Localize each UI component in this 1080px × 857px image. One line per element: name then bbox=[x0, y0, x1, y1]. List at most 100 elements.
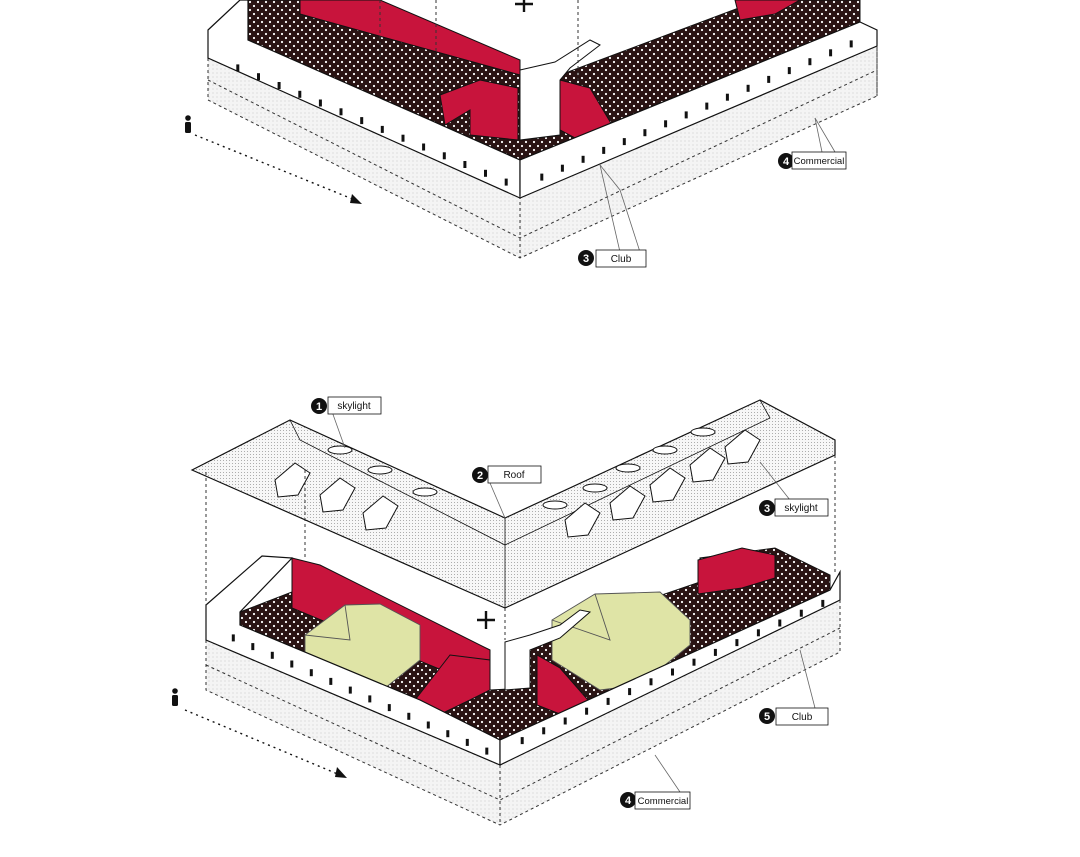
window-mark bbox=[360, 117, 364, 125]
window-mark bbox=[705, 102, 709, 110]
flat-skylight-shape bbox=[542, 500, 568, 510]
window-mark bbox=[808, 58, 812, 66]
window-mark bbox=[401, 134, 405, 142]
window-mark bbox=[542, 727, 546, 735]
window-mark bbox=[799, 609, 803, 617]
window-mark bbox=[735, 639, 739, 647]
lower-label-skylight-1-text: skylight bbox=[337, 401, 371, 412]
window-mark bbox=[671, 668, 674, 676]
person-icon bbox=[172, 688, 178, 706]
window-mark bbox=[422, 143, 426, 151]
flat-skylight-shape bbox=[412, 487, 438, 497]
north-arrow-icon bbox=[184, 709, 341, 776]
window-mark bbox=[756, 629, 760, 637]
window-mark bbox=[520, 737, 524, 745]
flat-skylight-shape bbox=[582, 483, 608, 493]
window-mark bbox=[380, 125, 384, 133]
window-mark bbox=[290, 660, 294, 668]
window-mark bbox=[585, 707, 589, 715]
lower-label-commercial-text: Commercial bbox=[638, 796, 689, 807]
lower-outer-wall-left bbox=[205, 555, 501, 766]
lower-label-roof: 2 Roof bbox=[472, 465, 542, 519]
upper-label-club-text: Club bbox=[611, 254, 632, 265]
lower-outer-wall-right bbox=[499, 569, 841, 766]
window-mark bbox=[463, 161, 467, 168]
window-mark bbox=[339, 108, 343, 116]
window-mark bbox=[329, 677, 333, 685]
window-mark bbox=[664, 120, 668, 128]
window-mark bbox=[563, 717, 567, 725]
window-mark bbox=[643, 129, 647, 137]
lower-label-roof-number: 2 bbox=[477, 470, 483, 482]
skylight-shape bbox=[724, 429, 761, 465]
window-mark bbox=[787, 67, 791, 75]
upper-outer-wall-right bbox=[519, 21, 878, 199]
upper-label-commercial-number: 4 bbox=[783, 156, 790, 168]
window-mark bbox=[485, 747, 489, 755]
window-mark bbox=[348, 686, 352, 694]
window-mark bbox=[442, 152, 446, 160]
window-mark bbox=[446, 730, 450, 738]
skylight-shape bbox=[609, 485, 646, 521]
window-mark bbox=[606, 697, 610, 705]
person-icon bbox=[185, 115, 191, 133]
window-mark bbox=[277, 82, 281, 89]
lower-label-club: 5 Club bbox=[759, 649, 829, 726]
window-mark bbox=[602, 146, 606, 154]
lower-building bbox=[172, 399, 841, 826]
upper-label-commercial: 4 Commercial bbox=[778, 117, 847, 170]
lower-label-skylight-3-text: skylight bbox=[784, 503, 818, 514]
upper-label-commercial-text: Commercial bbox=[794, 156, 845, 167]
skylight-shape bbox=[274, 462, 311, 498]
upper-outer-wall-left bbox=[207, 0, 521, 199]
window-mark bbox=[231, 634, 235, 642]
upper-building bbox=[185, 0, 878, 259]
skylight-shape bbox=[362, 495, 399, 531]
upper-red-walls bbox=[299, 0, 802, 141]
skylight-shape bbox=[689, 447, 726, 483]
window-mark bbox=[622, 138, 626, 146]
lower-label-club-text: Club bbox=[792, 712, 813, 723]
lower-guide-lines bbox=[205, 455, 841, 825]
skylight-shape bbox=[564, 502, 601, 538]
flat-skylight-shape bbox=[327, 445, 353, 455]
window-mark bbox=[257, 73, 260, 81]
lower-windows bbox=[231, 599, 825, 755]
window-mark bbox=[692, 658, 696, 666]
window-mark bbox=[581, 155, 585, 163]
window-mark bbox=[387, 704, 391, 712]
lower-label-commercial: 4 Commercial bbox=[620, 754, 691, 810]
window-mark bbox=[426, 721, 430, 729]
window-mark bbox=[684, 111, 688, 119]
upper-label-club: 3 Club bbox=[578, 164, 647, 268]
skylight-shape bbox=[319, 477, 356, 513]
window-mark bbox=[746, 84, 750, 92]
window-mark bbox=[309, 669, 313, 677]
window-mark bbox=[298, 90, 302, 98]
skylight-shape bbox=[649, 467, 686, 503]
lower-label-roof-text: Roof bbox=[503, 470, 524, 481]
window-mark bbox=[767, 75, 771, 83]
lower-label-skylight-1-number: 1 bbox=[316, 401, 322, 413]
roof-skylights bbox=[274, 427, 761, 538]
flat-skylight-shape bbox=[615, 463, 641, 473]
upper-windows bbox=[236, 40, 853, 186]
window-mark bbox=[407, 712, 411, 720]
lower-label-skylight-1: 1 skylight bbox=[311, 396, 382, 449]
window-mark bbox=[504, 178, 508, 186]
window-mark bbox=[713, 648, 717, 656]
window-mark bbox=[251, 643, 255, 651]
upper-label-club-number: 3 bbox=[583, 253, 589, 265]
window-mark bbox=[829, 49, 833, 57]
window-mark bbox=[560, 164, 564, 172]
flat-skylight-shape bbox=[652, 445, 678, 455]
window-mark bbox=[465, 738, 469, 746]
window-mark bbox=[628, 688, 632, 696]
lower-label-skylight-3-number: 3 bbox=[764, 503, 770, 515]
plus-icon bbox=[515, 0, 533, 12]
flat-skylight-shape bbox=[690, 427, 716, 437]
window-mark bbox=[821, 599, 825, 607]
window-mark bbox=[368, 695, 372, 703]
window-mark bbox=[270, 651, 274, 659]
lower-roof bbox=[190, 399, 836, 609]
